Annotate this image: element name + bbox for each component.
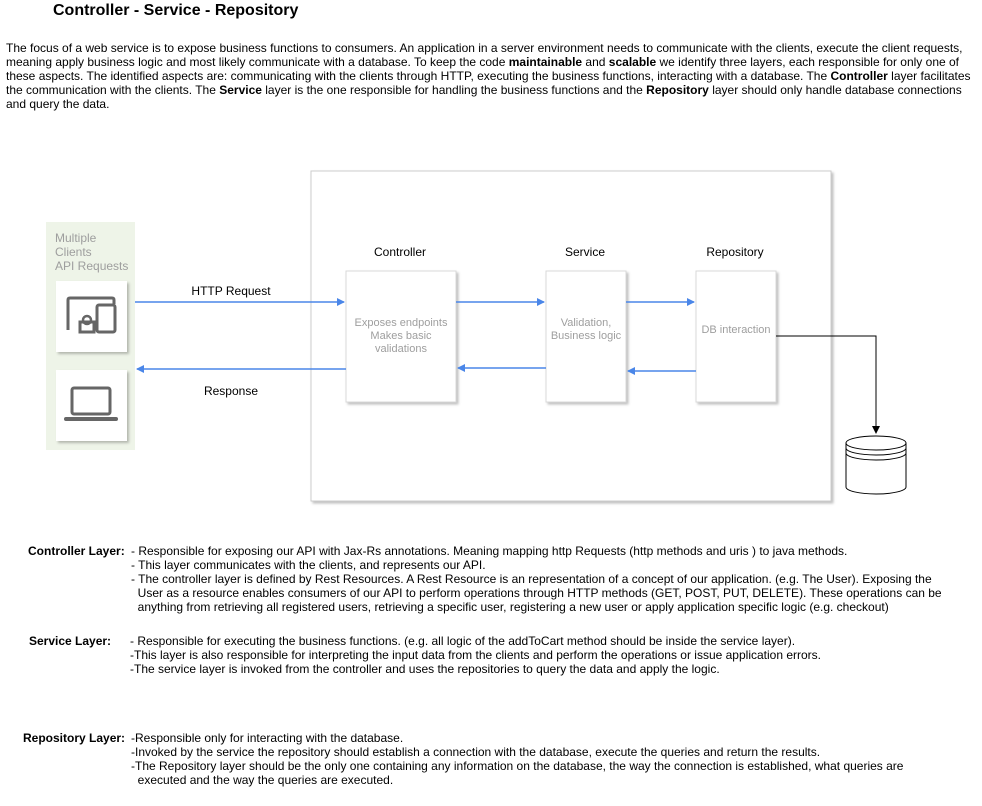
- clients-label-line3: API Requests: [55, 259, 128, 273]
- controller-layer-line: - Responsible for exposing our API with …: [131, 544, 848, 558]
- service-box: [545, 270, 627, 403]
- repository-layer-description: -Responsible only for interacting with t…: [131, 731, 903, 787]
- repository-layer-line: -Responsible only for interacting with t…: [131, 731, 404, 745]
- controller-layer-line: anything from retrieving all registered …: [131, 600, 889, 614]
- intro-segment: layer is the one responsible for handlin…: [261, 83, 647, 97]
- service-box-line1: Validation,: [561, 317, 612, 329]
- repository-to-database-connector: [776, 335, 880, 434]
- database-icon: [845, 435, 907, 495]
- intro-bold-repository: Repository: [646, 83, 709, 97]
- devices-icon: [56, 281, 127, 352]
- controller-box-line2: Makes basic: [370, 330, 432, 342]
- service-layer-label: Service Layer:: [29, 634, 112, 648]
- clients-label-line2: Clients: [55, 245, 92, 259]
- intro-segment: layer facilitates the communication with…: [6, 69, 971, 97]
- http-request-label: HTTP Request: [191, 284, 271, 298]
- intro-segment: and: [582, 55, 609, 69]
- intro-segment: layer should only handle database connec…: [6, 83, 962, 111]
- repository-layer-line: -Invoked by the service the repository s…: [131, 745, 821, 759]
- repository-layer-line: executed and the way the queries are exe…: [131, 773, 394, 787]
- repository-box-label: DB interaction: [701, 324, 770, 336]
- intro-segment: The focus of a web service is to expose …: [6, 41, 963, 69]
- controller-box-line1: Exposes endpoints: [355, 317, 448, 329]
- controller-layer-line: - The controller layer is defined by Res…: [131, 572, 932, 586]
- controller-layer-line: - This layer communicates with the clien…: [131, 558, 486, 572]
- page-title: Controller - Service - Repository: [53, 2, 299, 19]
- service-layer-line: - Responsible for executing the business…: [130, 634, 796, 648]
- controller-box: [345, 270, 457, 403]
- repository-layer-label: Repository Layer:: [23, 731, 126, 745]
- service-layer-description: - Responsible for executing the business…: [130, 634, 821, 676]
- controller-box-line3: validations: [375, 343, 427, 355]
- intro-segment: we identify three layers, each responsib…: [6, 55, 960, 83]
- service-box-line2: Business logic: [551, 330, 622, 342]
- controller-title: Controller: [374, 245, 426, 259]
- service-layer-line: -This layer is also responsible for inte…: [130, 648, 822, 662]
- repository-title: Repository: [706, 245, 763, 259]
- intro-bold-scalable: scalable: [608, 55, 657, 69]
- controller-layer-label: Controller Layer:: [28, 544, 125, 558]
- laptop-icon: [56, 370, 127, 441]
- response-label: Response: [204, 384, 258, 398]
- intro-bold-service: Service: [219, 83, 262, 97]
- controller-layer-description: - Responsible for exposing our API with …: [131, 544, 942, 614]
- controller-layer-line: User as a resource enables consumers of …: [131, 586, 942, 600]
- intro-bold-controller: Controller: [830, 69, 888, 83]
- service-title: Service: [565, 245, 605, 259]
- clients-label-line1: Multiple: [55, 231, 97, 245]
- repository-box: [695, 270, 777, 403]
- repository-layer-line: -The Repository layer should be the only…: [131, 759, 904, 773]
- intro-paragraph: The focus of a web service is to expose …: [6, 41, 974, 111]
- service-layer-line: -The service layer is invoked from the c…: [130, 662, 720, 676]
- intro-bold-maintainable: maintainable: [508, 55, 583, 69]
